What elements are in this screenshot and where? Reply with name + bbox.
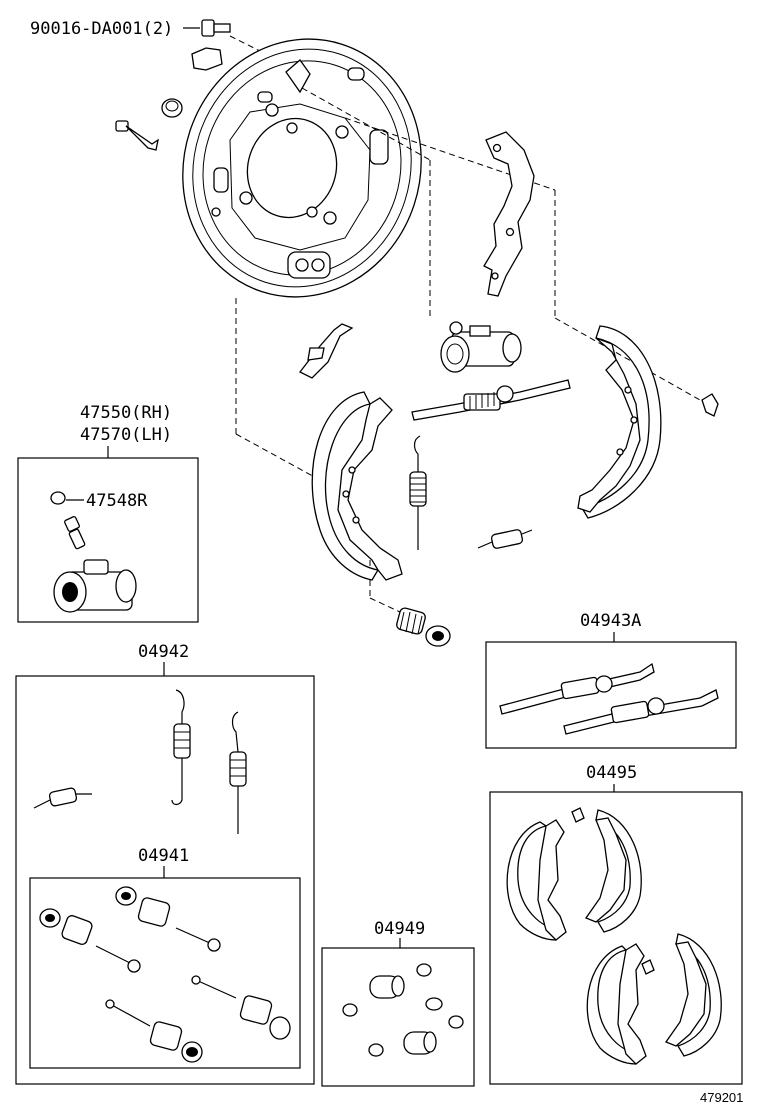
label-kit-04495: 04495 [586,763,637,783]
plug-part [161,47,223,118]
label-kit-04943a: 04943A [580,611,641,631]
label-bleeder: 47548R [86,491,148,511]
brake-shoe-left [311,391,403,581]
spring-04942-c [33,787,92,809]
shoe-kit-upper-right [571,807,642,933]
label-kit-04949: 04949 [374,919,425,939]
kit-04495-box [489,791,743,1085]
kit-04943a-box [485,641,737,749]
kit-04942-box [15,675,315,1085]
shoe-kit-upper-left [506,819,567,941]
bleeder-screw [50,491,86,550]
backing-plate [182,38,422,298]
label-cyl-rh: 47550(RH) [80,403,172,423]
kit-04949-box [321,947,475,1087]
kit-04941-parts [39,886,291,1063]
return-spring-vertical [409,435,427,550]
kit-04941-box [29,877,301,1069]
retaining-clip [701,393,719,417]
kit-04949-parts [342,963,464,1057]
strut-plate [299,323,354,379]
wheel-cylinder-body [53,559,137,613]
hold-down-pin [115,120,159,151]
label-kit-04941: 04941 [138,846,189,866]
label-bolt: 90016-DA001(2) [30,19,173,39]
brake-shoe-right [577,325,662,519]
wheel-cylinder [440,321,522,373]
adjuster-kit-b [563,689,719,735]
label-kit-04942: 04942 [138,642,189,662]
figure-number: 479201 [700,1090,743,1105]
adjusting-spring [477,529,533,549]
bolt-part [201,19,231,37]
spring-04942-a [171,689,191,806]
label-cyl-lh: 47570(LH) [80,425,172,445]
shoe-kit-lower-left [586,943,655,1065]
shoe-kit-lower-right [664,933,722,1057]
adjuster-assembly [411,379,571,421]
adjuster-kit-a [499,662,655,715]
spring-04942-b [229,711,247,834]
parking-lever [483,131,535,297]
hold-down-spring [396,607,451,647]
wheel-cylinder-box [17,457,199,623]
